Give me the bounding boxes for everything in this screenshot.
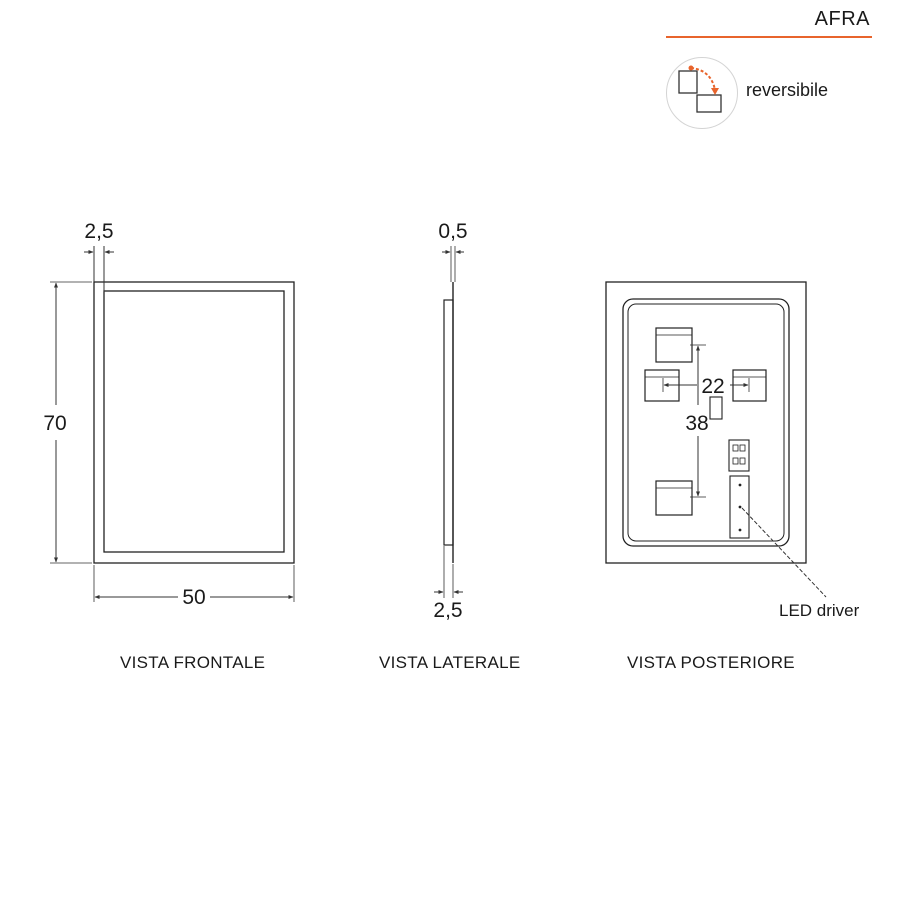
front-width-dim: 50 [182,586,205,609]
rear-switch-module [728,439,750,472]
rear-view-drawing: 22 38 [605,281,827,598]
led-driver-callout: LED driver [779,601,860,620]
front-height-dim: 70 [43,412,66,435]
side-view-drawing: 0,5 2,5 [433,220,467,622]
front-mirror-inner [103,290,285,553]
side-view-caption: VISTA LATERALE [379,653,521,672]
side-glass-body [443,299,454,546]
reversible-rotate-icon [678,65,722,113]
reversible-badge [666,57,738,129]
rear-horizontal-spacing-dim: 22 [701,375,724,398]
front-view-caption: VISTA FRONTALE [120,653,266,672]
reversible-label: reversibile [746,80,829,100]
product-title: AFRA [814,8,870,30]
rear-bracket-bottom [655,480,693,516]
rear-view-caption: VISTA POSTERIORE [627,653,795,672]
front-view-drawing: 2,5 70 50 [43,220,295,609]
rear-bracket-top [655,327,693,363]
title-underline [666,36,872,38]
rear-junction-box [709,396,723,420]
rear-vertical-spacing-dim: 38 [685,412,708,435]
side-bottom-thickness-dim: 2,5 [433,599,462,622]
side-top-thickness-dim: 0,5 [438,220,467,243]
rear-led-driver [729,475,750,539]
front-frame-width-dim: 2,5 [84,220,113,243]
rear-back-panel-inner [627,303,785,542]
